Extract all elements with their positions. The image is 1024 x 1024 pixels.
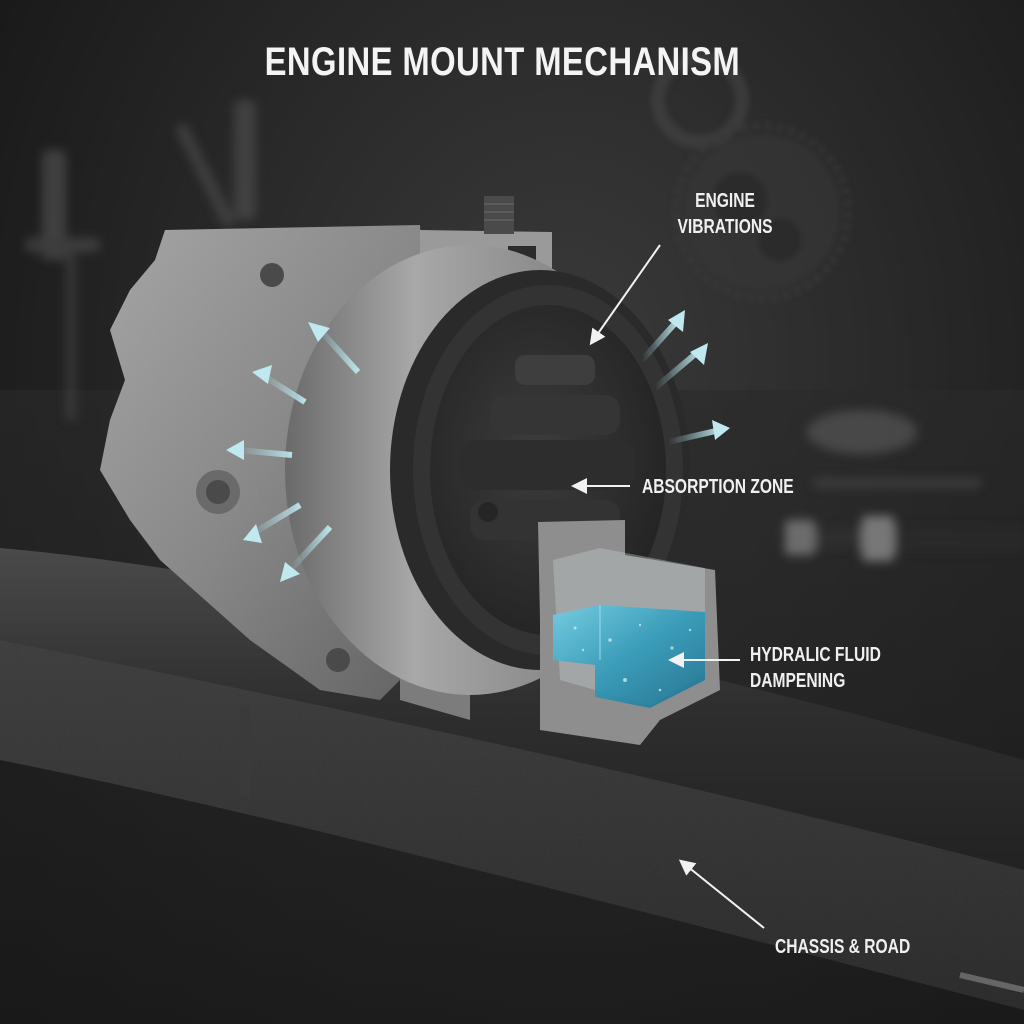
arrowheads-right [668,310,730,440]
label-hydraulic-fluid: HYDRALIC FLUID DAMPENING [750,642,881,694]
lower-stud [240,705,250,795]
hydraulic-fluid-chamber [538,520,720,745]
bolt-hole [326,648,350,672]
rubber-ribs [460,355,635,540]
arrowheads-left [226,322,330,582]
label-engine-vibrations-line2: VIBRATIONS [677,216,773,238]
label-engine-vibrations: ENGINE VIBRATIONS [667,188,784,240]
blurred-gears-icon [651,51,852,302]
label-chassis-road: CHASSIS & ROAD [775,936,911,958]
leader-chassis-road [678,859,765,929]
label-hydraulic-fluid-line2: DAMPENING [750,670,846,692]
label-absorption-zone: ABSORPTION ZONE [642,476,794,498]
vibration-arrows-right [639,317,721,445]
bolt-hole [260,263,284,287]
vibration-arrows-left [237,325,361,573]
label-hydraulic-fluid-line1: HYDRALIC FLUID [750,644,881,666]
leader-engine-vibrations [589,244,661,346]
blurred-tools-icon [25,100,256,420]
threaded-stud [484,196,514,234]
bolt-hole [206,480,230,504]
diagram-title: ENGINE MOUNT MECHANISM [264,40,741,84]
blurred-bolt-icon [785,410,1024,561]
label-engine-vibrations-line1: ENGINE [695,190,755,212]
